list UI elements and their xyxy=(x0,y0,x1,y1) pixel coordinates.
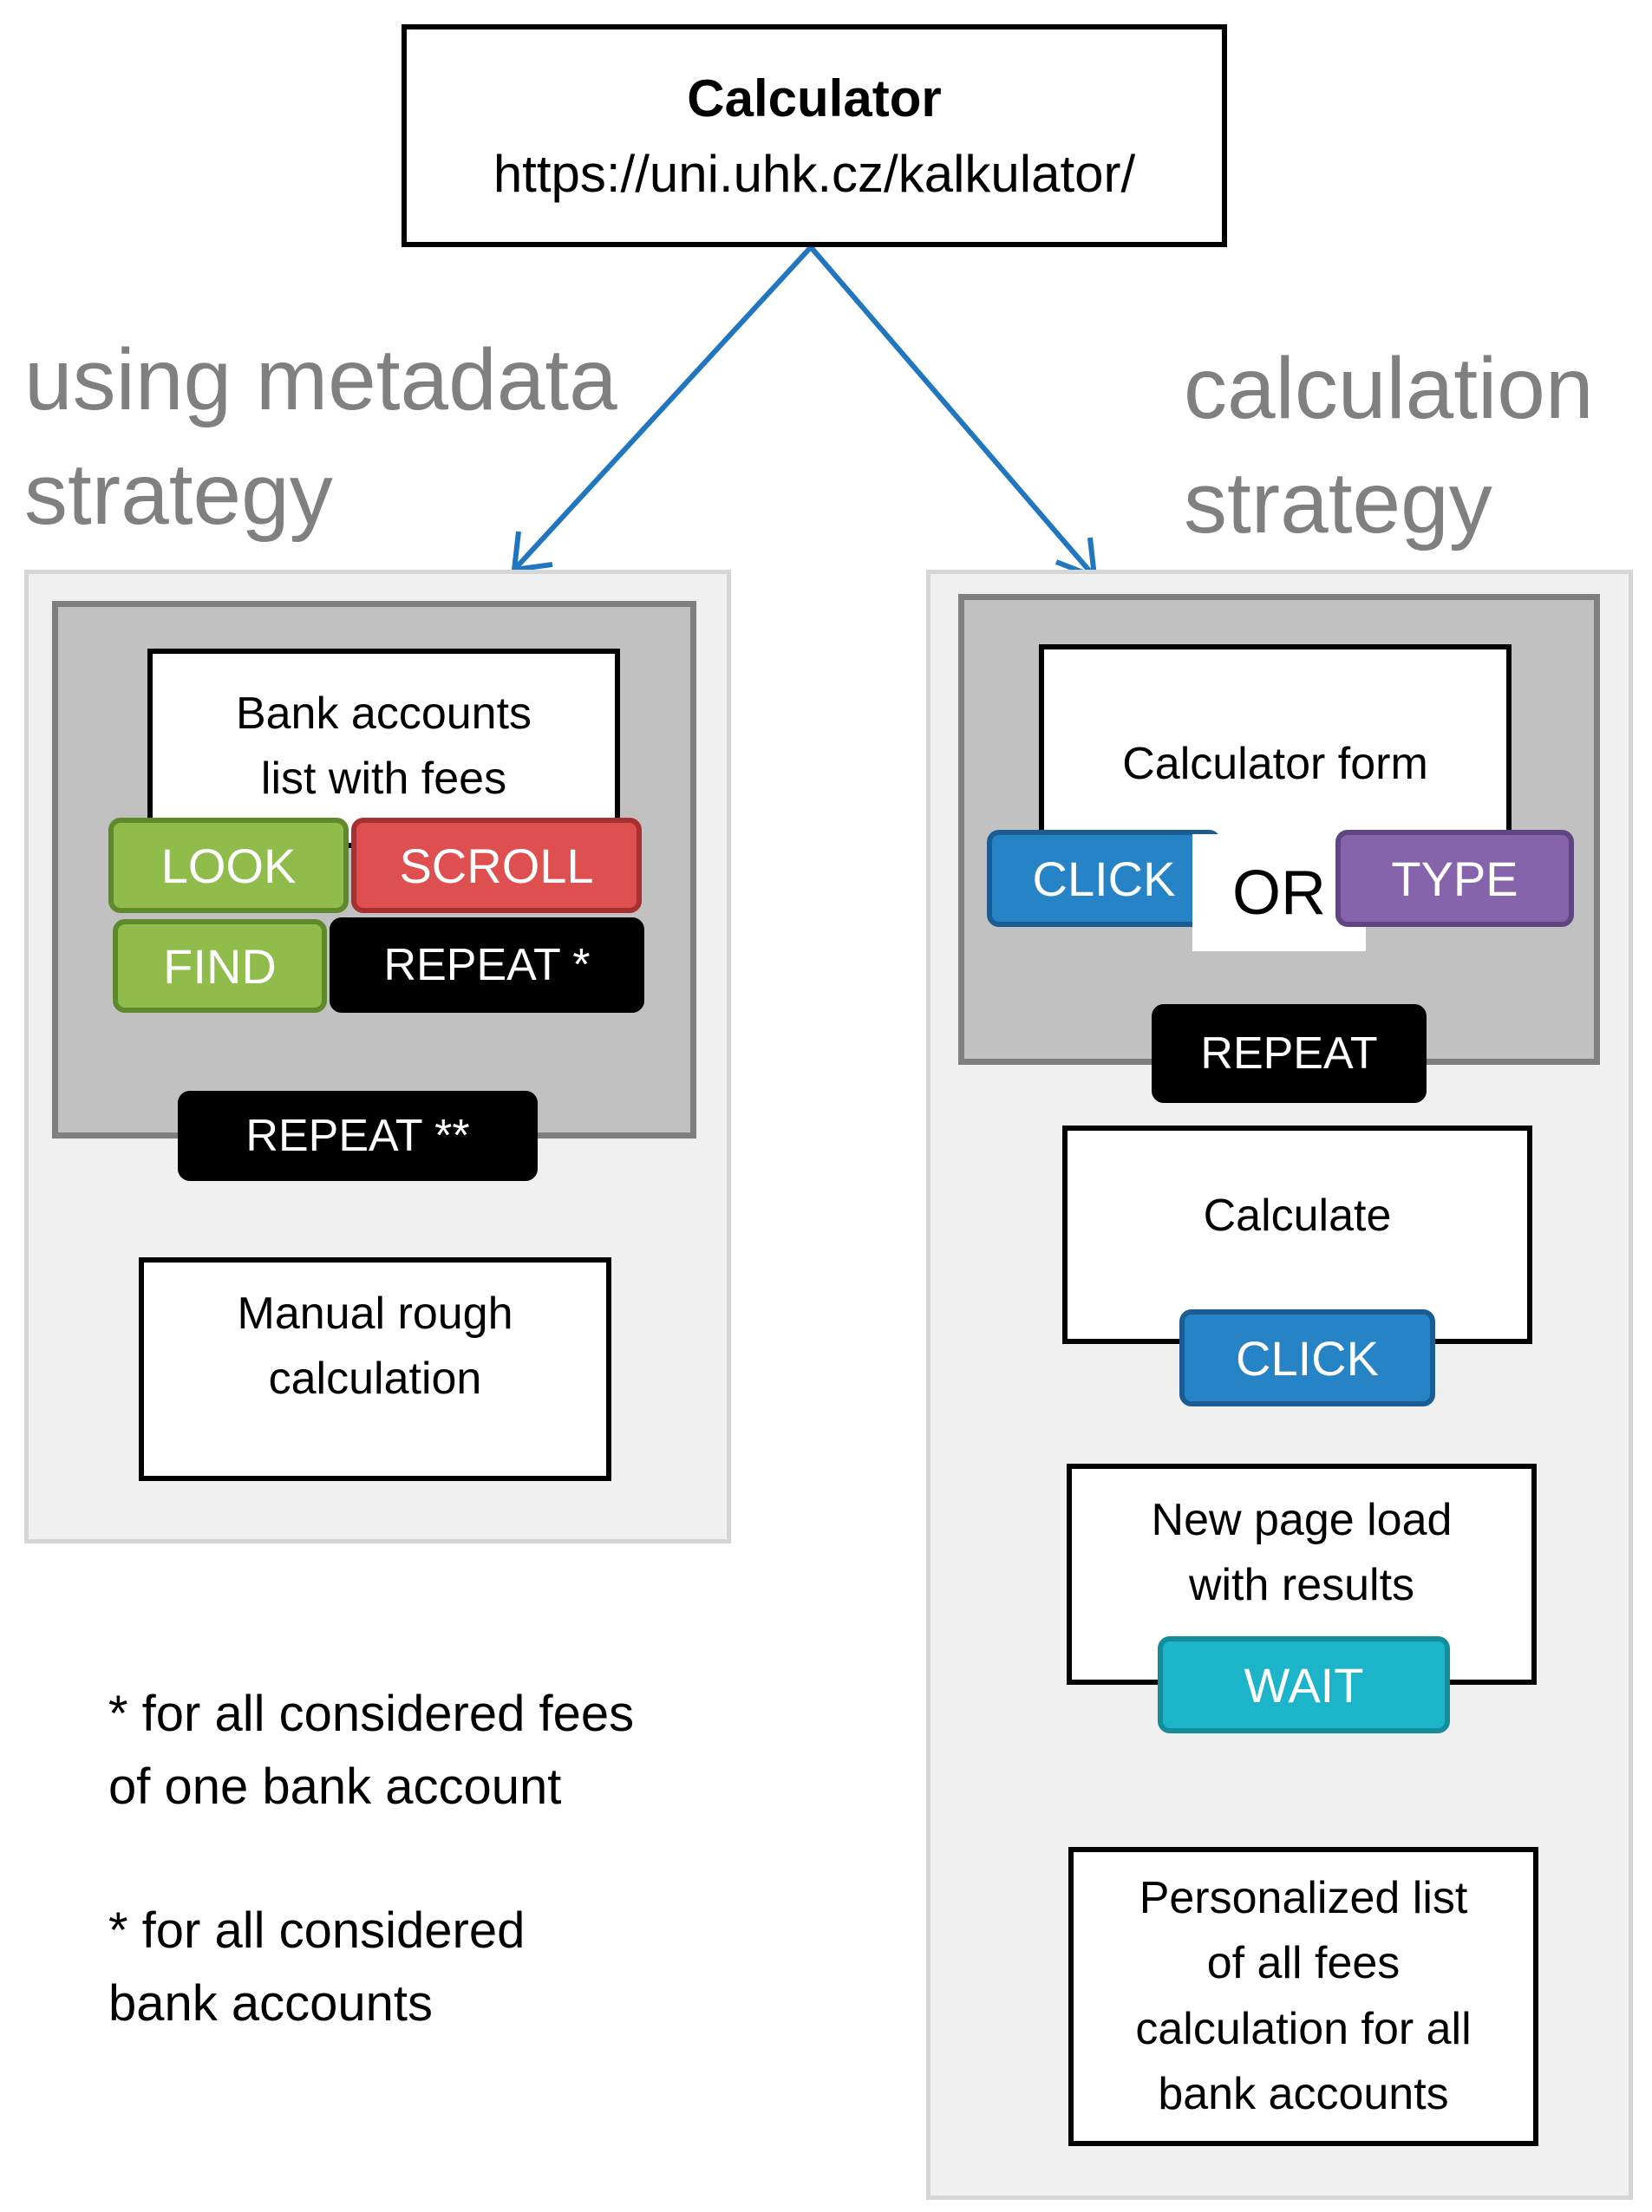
calculate-label: Calculate xyxy=(1203,1191,1392,1242)
find-action-tag: FIND xyxy=(113,919,327,1013)
footnote-2-line2: bank accounts xyxy=(108,1975,434,2033)
repeat-tag: REPEAT xyxy=(1152,1004,1427,1103)
right-strategy-line2: strategy xyxy=(1184,454,1492,551)
arrow-calculator-to-right xyxy=(808,245,1097,578)
scroll-action-tag: SCROLL xyxy=(351,818,642,913)
newpage-line2: with results xyxy=(1188,1560,1415,1611)
type-action-tag: TYPE xyxy=(1335,830,1574,927)
arrow-calculator-to-left xyxy=(512,245,813,572)
calculator-form-label: Calculator form xyxy=(1122,739,1428,789)
footnote-1-line1: * for all considered fees xyxy=(108,1686,635,1742)
right-strategy-line1: calculation xyxy=(1184,340,1594,437)
calculate-box: Calculate xyxy=(1062,1126,1532,1344)
click-action-tag-1: CLICK xyxy=(987,830,1221,927)
repeat-star-tag: REPEAT * xyxy=(330,917,644,1013)
result-line3: calculation for all xyxy=(1135,2003,1472,2054)
bank-accounts-list-box: Bank accounts list with fees xyxy=(147,649,620,848)
result-line2: of all fees xyxy=(1206,1938,1401,1989)
footnote-1-line2: of one bank account xyxy=(108,1759,562,1816)
calculator-form-box: Calculator form xyxy=(1039,644,1512,854)
look-action-tag: LOOK xyxy=(108,818,349,913)
calculator-title: Calculator xyxy=(687,69,942,127)
result-line4: bank accounts xyxy=(1158,2068,1449,2119)
footnote-1: * for all considered fees of one bank ac… xyxy=(108,1678,634,1824)
or-label: OR xyxy=(1232,858,1326,928)
newpage-line1: New page load xyxy=(1151,1495,1453,1545)
right-strategy-heading: calculation strategy xyxy=(1184,331,1594,560)
footnote-2-line1: * for all considered xyxy=(108,1902,526,1959)
result-line1: Personalized list xyxy=(1139,1872,1468,1923)
personalized-list-box: Personalized list of all fees calculatio… xyxy=(1068,1847,1538,2146)
left-strategy-heading: using metadata strategy xyxy=(24,323,617,551)
calculator-box: Calculator https://uni.uhk.cz/kalkulator… xyxy=(402,24,1227,247)
manual-calculation-box: Manual rough calculation xyxy=(139,1257,611,1481)
manual-line2: calculation xyxy=(268,1354,482,1405)
left-strategy-line1: using metadata xyxy=(24,331,617,428)
click-action-tag-2: CLICK xyxy=(1179,1309,1435,1406)
repeat-double-star-tag: REPEAT ** xyxy=(178,1091,538,1181)
bank-list-line2: list with fees xyxy=(260,754,507,805)
bank-list-line1: Bank accounts xyxy=(235,688,532,739)
wait-action-tag: WAIT xyxy=(1158,1636,1450,1733)
calculator-url: https://uni.uhk.cz/kalkulator/ xyxy=(493,144,1136,203)
left-strategy-line2: strategy xyxy=(24,446,333,543)
manual-line1: Manual rough xyxy=(237,1289,513,1339)
footnote-2: * for all considered bank accounts xyxy=(108,1895,525,2040)
